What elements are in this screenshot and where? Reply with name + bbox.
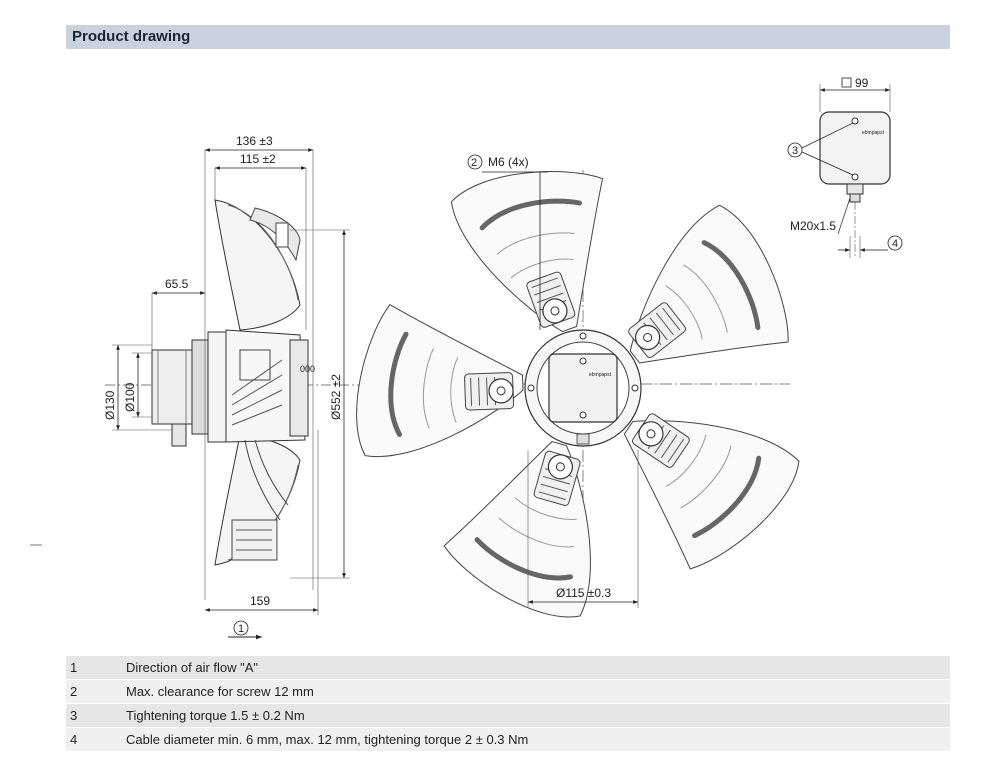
front-view: ebmpapst 2 M6 (4x) Ø115 ±0.3 — [353, 144, 818, 624]
svg-text:4: 4 — [892, 238, 898, 250]
svg-text:000: 000 — [300, 364, 315, 374]
callout-1 — [233, 620, 249, 636]
svg-text:3: 3 — [792, 145, 798, 157]
legend-number: 3 — [70, 708, 78, 723]
dim-159: 159 — [250, 594, 270, 608]
dim-130: Ø130 — [103, 390, 117, 420]
svg-text:2: 2 — [471, 157, 477, 169]
legend-table: 1 Direction of air flow "A" 2 Max. clear… — [66, 656, 950, 752]
section-title: Product drawing — [72, 28, 191, 45]
callout-3 — [787, 142, 803, 158]
dim-115-hub: Ø115 ±0.3 — [556, 586, 611, 600]
section-header: Product drawing — [66, 25, 950, 49]
product-drawing: 000 136 ±3 115 ±2 65.5 Ø130 Ø100 Ø552 ±2 — [30, 76, 903, 640]
legend-row: 3 Tightening torque 1.5 ± 0.2 Nm — [66, 704, 950, 727]
legend-number: 1 — [70, 660, 78, 675]
legend-number: 4 — [70, 732, 78, 747]
terminal-box-view: 99 ebmpapst 3 M20x1.5 4 — [787, 76, 903, 258]
legend-text: Max. clearance for screw 12 mm — [126, 684, 314, 699]
svg-text:1: 1 — [238, 623, 244, 635]
dim-99: 99 — [855, 76, 869, 90]
dim-m20: M20x1.5 — [790, 219, 836, 233]
dim-115: 115 ±2 — [240, 152, 276, 166]
legend-row: 4 Cable diameter min. 6 mm, max. 12 mm, … — [66, 728, 950, 751]
box-logo: ebmpapst — [862, 130, 885, 136]
legend-text: Cable diameter min. 6 mm, max. 12 mm, ti… — [126, 732, 529, 747]
dim-552: Ø552 ±2 — [329, 374, 343, 420]
legend-row: 2 Max. clearance for screw 12 mm — [66, 680, 950, 703]
dim-65-5: 65.5 — [165, 277, 189, 291]
legend-text: Direction of air flow "A" — [126, 660, 259, 675]
dim-100: Ø100 — [123, 382, 137, 412]
dim-136: 136 ±3 — [236, 134, 273, 148]
side-view: 000 136 ±3 115 ±2 65.5 Ø130 Ø100 Ø552 ±2 — [30, 134, 365, 640]
hub-logo: ebmpapst — [589, 372, 612, 378]
callout-2 — [467, 154, 483, 170]
legend-row: 1 Direction of air flow "A" — [66, 656, 950, 679]
legend-text: Tightening torque 1.5 ± 0.2 Nm — [126, 708, 305, 723]
legend-number: 2 — [70, 684, 78, 699]
dim-m6: M6 (4x) — [488, 155, 529, 169]
callout-4 — [887, 235, 903, 251]
